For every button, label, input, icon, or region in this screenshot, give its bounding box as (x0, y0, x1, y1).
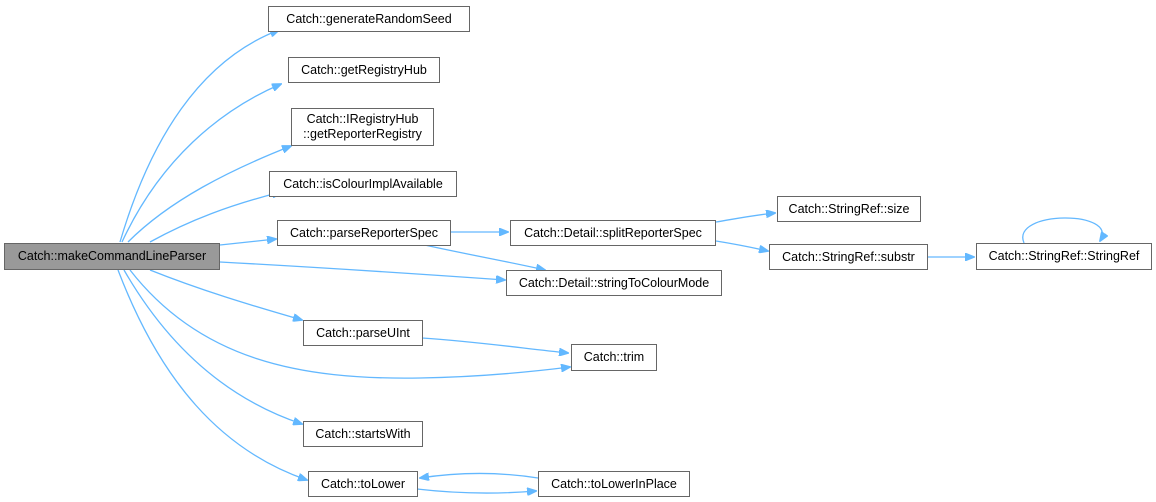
node-parse-reporter-spec[interactable]: Catch::parseReporterSpec (277, 220, 451, 246)
node-string-ref-substr[interactable]: Catch::StringRef::substr (769, 244, 928, 270)
node-trim[interactable]: Catch::trim (571, 344, 657, 371)
node-make-command-line-parser[interactable]: Catch::makeCommandLineParser (4, 243, 220, 270)
edge-to-lower-from-in-place (420, 474, 539, 479)
edge-to-generate-random-seed (119, 30, 279, 243)
edge-to-string-ref-substr (715, 240, 768, 251)
edge-to-parse-uint (149, 269, 302, 320)
node-split-reporter-spec[interactable]: Catch::Detail::splitReporterSpec (510, 220, 716, 246)
edge-to-to-lower-in-place (416, 489, 536, 493)
node-get-reporter-registry[interactable]: Catch::IRegistryHub ::getReporterRegistr… (291, 108, 434, 146)
node-string-to-colour-mode[interactable]: Catch::Detail::stringToColourMode (506, 270, 722, 296)
node-starts-with[interactable]: Catch::startsWith (303, 421, 423, 447)
node-to-lower[interactable]: Catch::toLower (308, 471, 418, 497)
node-to-lower-in-place[interactable]: Catch::toLowerInPlace (538, 471, 690, 497)
node-is-colour-impl-available[interactable]: Catch::isColourImplAvailable (269, 171, 457, 197)
node-string-ref-size[interactable]: Catch::StringRef::size (777, 196, 921, 222)
node-string-ref-ctor[interactable]: Catch::StringRef::StringRef (976, 243, 1152, 270)
edge-to-parse-reporter-spec (219, 239, 276, 246)
edge-to-to-lower (117, 269, 307, 480)
node-generate-random-seed[interactable]: Catch::generateRandomSeed (268, 6, 470, 32)
edge-to-starts-with (123, 269, 302, 424)
edge-to-get-registry-hub (121, 84, 281, 243)
edge-to-trim (421, 337, 568, 353)
edge-string-ref-self-loop (1022, 217, 1103, 244)
edge-to-is-colour-impl-available (149, 192, 281, 243)
edge-to-string-to-colour-mode (419, 243, 545, 270)
node-get-registry-hub[interactable]: Catch::getRegistryHub (288, 57, 440, 83)
edge-to-string-to-colour-mode-from-root (219, 261, 505, 280)
node-parse-uint[interactable]: Catch::parseUInt (303, 320, 423, 346)
edge-to-get-reporter-registry (127, 146, 291, 243)
edge-to-string-ref-size (715, 213, 775, 223)
edge-to-trim-from-root (129, 269, 570, 379)
